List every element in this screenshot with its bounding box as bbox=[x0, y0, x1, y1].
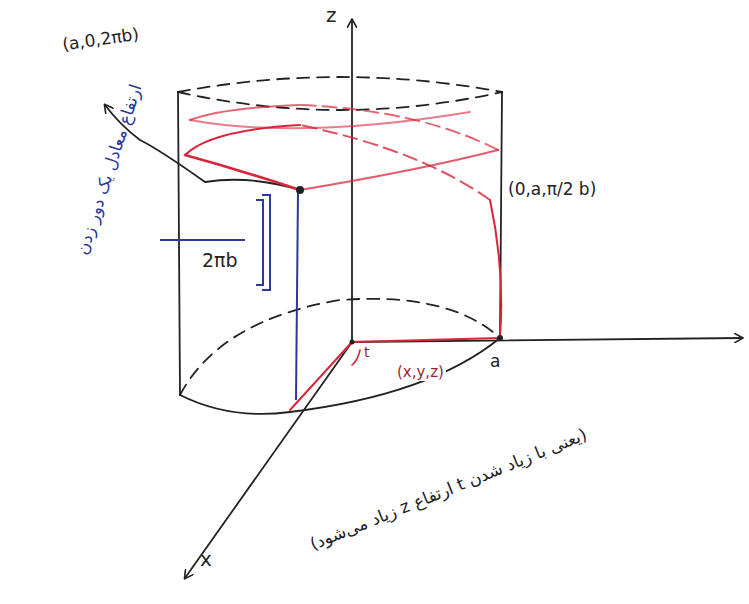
point-label: (x,y,z) bbox=[395, 364, 446, 381]
point-label: (0,a,π/2 b) bbox=[506, 180, 598, 199]
point-label: (a,0,2πb) bbox=[59, 24, 142, 54]
axis-label: x bbox=[200, 548, 212, 570]
note-text: (یعنی با زیاد شدن t ارتفاع z زیاد می‌شود… bbox=[307, 425, 589, 553]
radius-label: a bbox=[488, 352, 502, 371]
height-note: ارتفاع معادل یک دور زدن bbox=[73, 82, 146, 257]
angle-label: t bbox=[362, 345, 372, 360]
height-label: 2πb bbox=[200, 250, 240, 271]
axis-label: z bbox=[326, 4, 337, 26]
